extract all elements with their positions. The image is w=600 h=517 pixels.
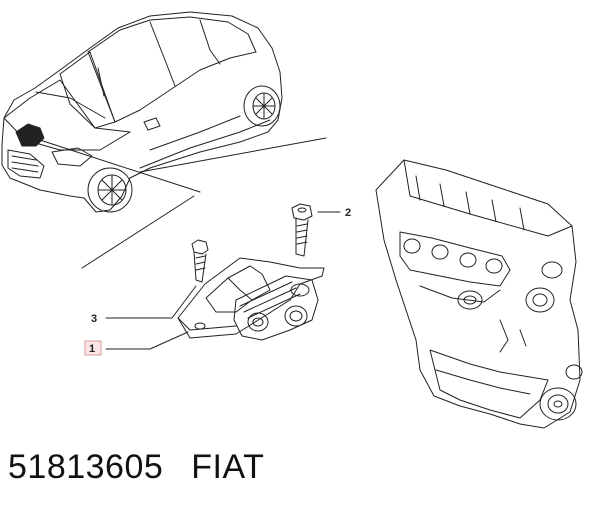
engine-block-illustration xyxy=(375,159,583,429)
mount-location-marker xyxy=(15,123,45,147)
callout-1: 1 xyxy=(84,340,102,356)
svg-text:1: 1 xyxy=(89,343,95,355)
engine-mount-illustration xyxy=(177,257,325,341)
part-caption: 51813605 FIAT xyxy=(8,448,264,487)
svg-text:3: 3 xyxy=(91,313,97,325)
callout-3: 3 xyxy=(91,313,97,325)
car-illustration xyxy=(1,11,283,213)
brand-name: FIAT xyxy=(191,448,265,486)
callout-1-highlight xyxy=(84,340,102,356)
part-number: 51813605 xyxy=(8,448,164,486)
bolt-3-illustration xyxy=(191,239,209,283)
callout-2: 2 xyxy=(345,207,351,219)
bolt-2-illustration xyxy=(291,203,313,257)
svg-text:2: 2 xyxy=(345,207,351,219)
